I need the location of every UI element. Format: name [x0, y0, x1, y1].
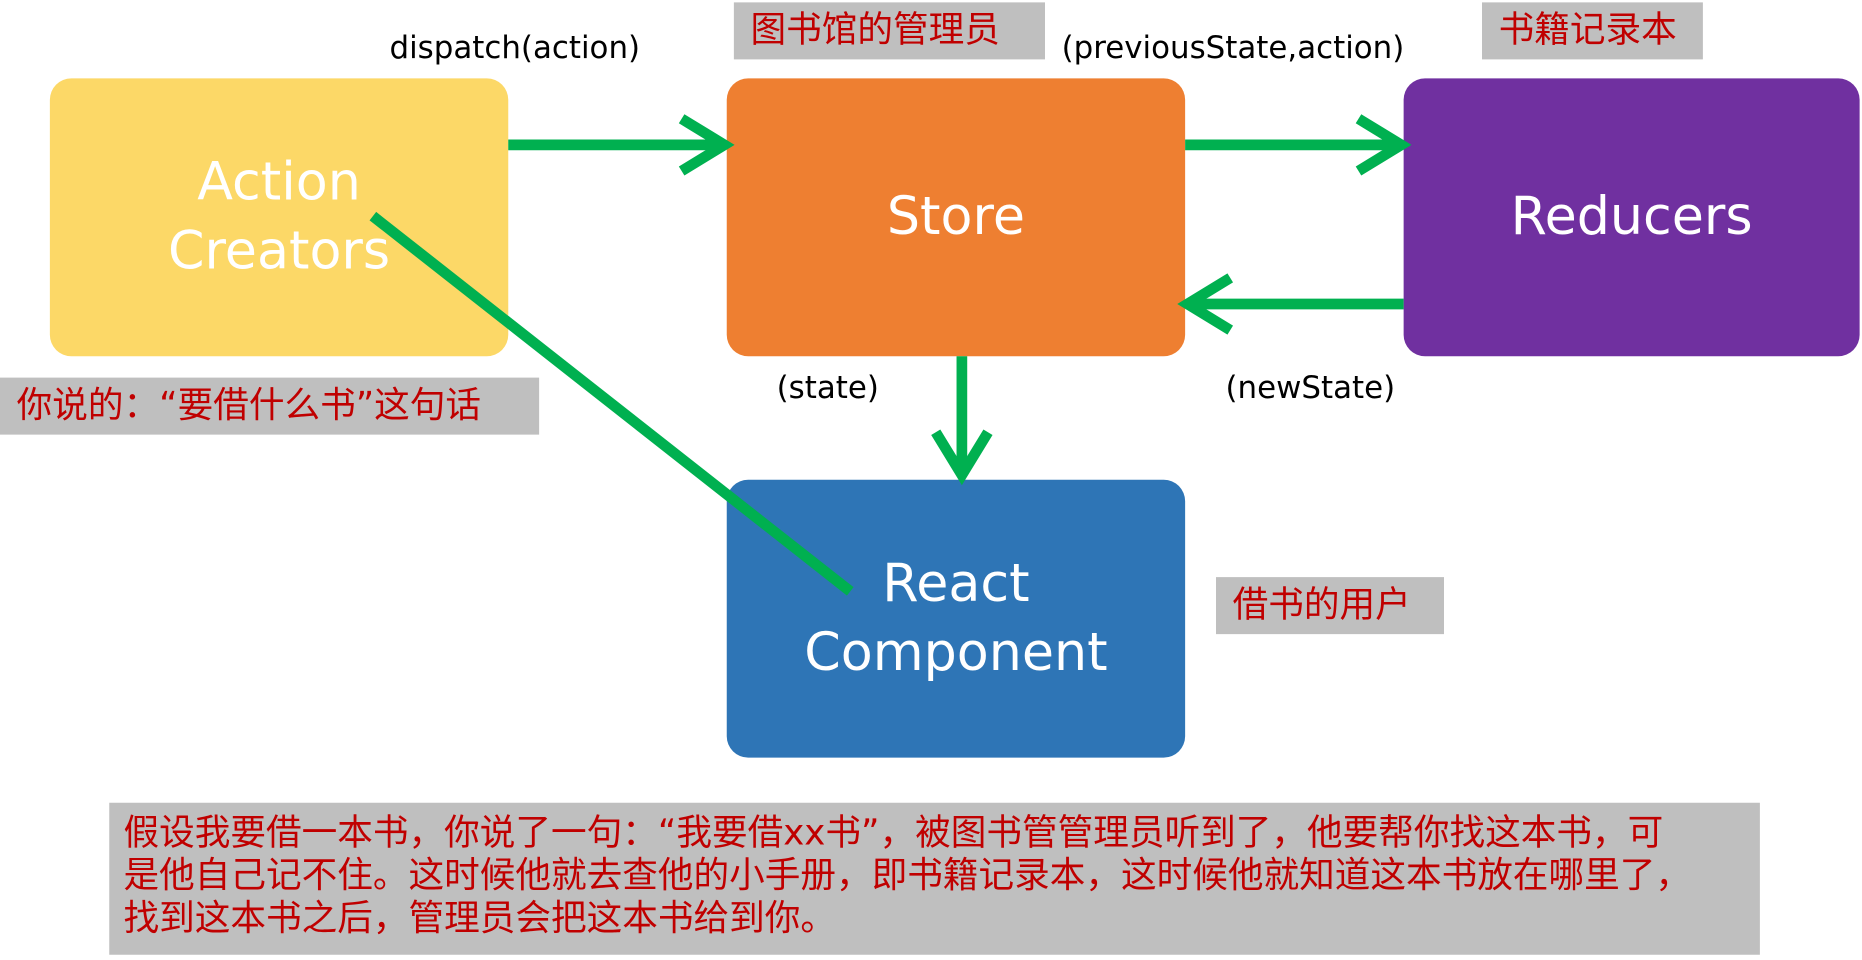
store-node: Store	[726, 78, 1186, 357]
store-label: Store	[886, 186, 1025, 247]
dispatch-label: dispatch(action)	[389, 30, 641, 67]
state-label: (state)	[776, 370, 879, 407]
action-to-react-connector	[369, 211, 854, 596]
description-note: 假设我要借一本书，你说了一句：“我要借xx书”，被图书管管理员听到了，他要帮你找…	[109, 802, 1760, 955]
new-state-label: (newState)	[1225, 370, 1396, 407]
action-creators-node: Action Creators	[49, 78, 509, 357]
description-line: 找到这本书之后，管理员会把这本书给到你。	[123, 897, 837, 940]
new-state-arrowhead	[1177, 273, 1234, 335]
dispatch-arrowhead	[678, 114, 735, 176]
record-book-note: 书籍记录本	[1482, 2, 1703, 60]
state-arrowhead	[931, 429, 993, 486]
action-creators-label: Action Creators	[167, 152, 391, 282]
previous-state-label: (previousState,action)	[1061, 30, 1405, 67]
reducers-node: Reducers	[1403, 78, 1860, 357]
react-component-node: React Component	[726, 479, 1186, 758]
description-line: 假设我要借一本书，你说了一句：“我要借xx书”，被图书管管理员听到了，他要帮你找…	[123, 812, 1664, 854]
librarian-note: 图书馆的管理员	[733, 2, 1045, 60]
borrower-note: 借书的用户	[1216, 577, 1444, 635]
react-component-label: React Component	[804, 553, 1108, 683]
description-line: 是他自己记不住。这时候他就去查他的小手册，即书籍记录本，这时候他就知道这本书放在…	[123, 855, 1692, 897]
you-say-note: 你说的：“要借什么书”这句话	[0, 377, 540, 435]
previous-state-arrowhead	[1355, 114, 1412, 176]
reducers-label: Reducers	[1510, 186, 1753, 247]
